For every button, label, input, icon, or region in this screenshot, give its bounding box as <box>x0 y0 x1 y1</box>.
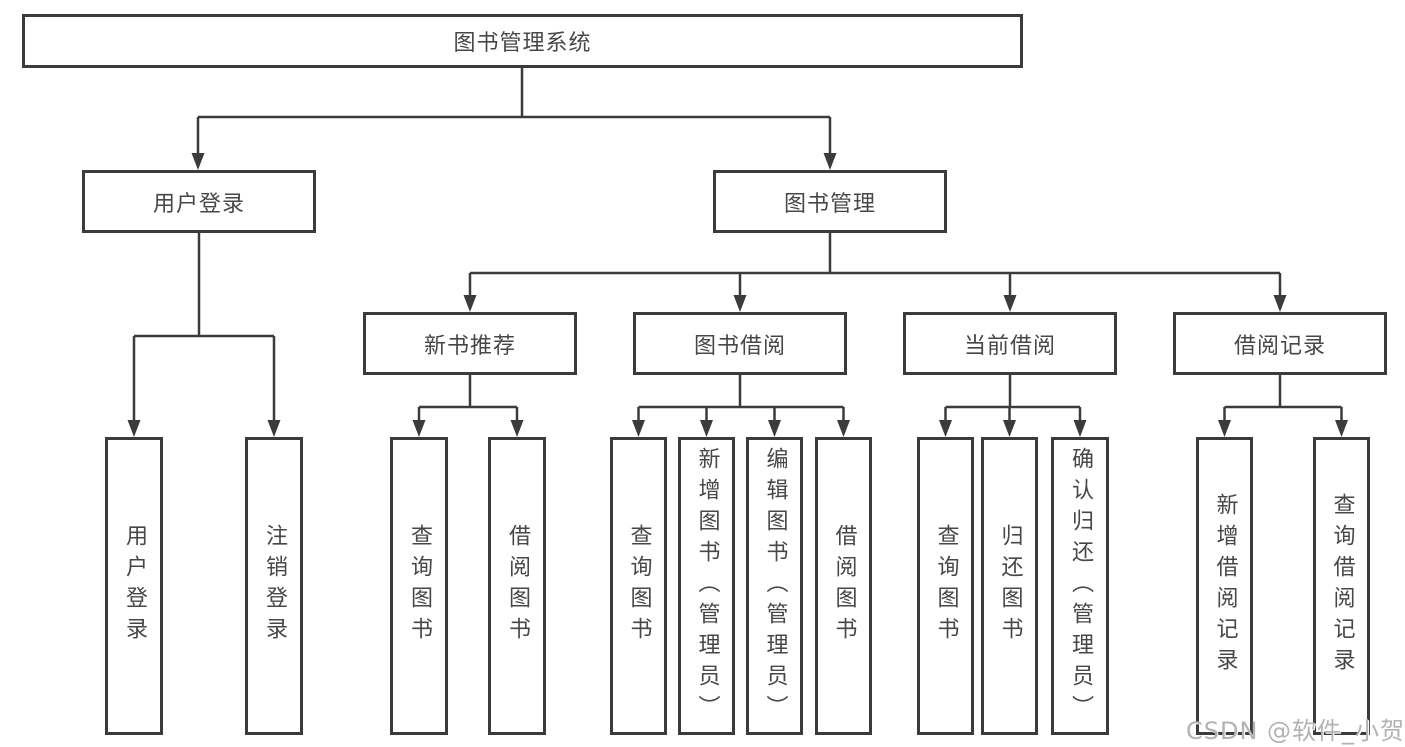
leaf-label: 编辑图书（管理员） <box>762 446 788 726</box>
leaf-add-borrow-record: 新增借阅记录 <box>1196 437 1253 735</box>
leaf-label: 查询图书 <box>626 524 652 648</box>
leaf-label: 查询图书 <box>933 524 959 648</box>
leaf-label: 注销登录 <box>262 524 287 648</box>
node-label: 借阅记录 <box>1233 333 1326 359</box>
leaf-label: 用户登录 <box>122 524 147 648</box>
leaf-user-login: 用户登录 <box>105 437 163 735</box>
node-label: 用户登录 <box>152 191 245 217</box>
arrowheads <box>127 153 1348 437</box>
leaf-query-borrow-record: 查询借阅记录 <box>1313 437 1370 735</box>
node-label: 图书管理 <box>783 191 876 217</box>
leaf-label: 新增借阅记录 <box>1212 493 1238 679</box>
node-library-management-system: 图书管理系统 <box>22 14 1023 68</box>
leaf-label: 查询图书 <box>407 524 432 648</box>
leaf-confirm-return-admin: 确认归还（管理员） <box>1051 437 1109 735</box>
node-borrowing-records: 借阅记录 <box>1173 312 1387 375</box>
node-label: 图书借阅 <box>693 333 786 359</box>
node-label: 新书推荐 <box>423 333 516 359</box>
csdn-watermark: CSDN @软件_小贺同学 <box>1186 717 1405 745</box>
leaf-label: 查询借阅记录 <box>1329 493 1355 679</box>
leaf-return-books: 归还图书 <box>981 437 1038 735</box>
leaf-edit-books-admin: 编辑图书（管理员） <box>746 437 803 735</box>
node-user-login: 用户登录 <box>82 170 316 233</box>
node-new-book-recommendation: 新书推荐 <box>363 312 577 375</box>
node-label: 图书管理系统 <box>453 31 592 56</box>
node-label: 当前借阅 <box>963 333 1056 359</box>
leaf-label: 借阅图书 <box>505 524 530 648</box>
leaf-label: 新增图书（管理员） <box>694 446 720 726</box>
leaf-borrow-books-recommend: 借阅图书 <box>488 437 546 735</box>
leaf-query-books-borrow: 查询图书 <box>610 437 667 735</box>
leaf-label: 确认归还（管理员） <box>1068 446 1093 726</box>
leaf-borrow-books: 借阅图书 <box>815 437 872 735</box>
leaf-logout: 注销登录 <box>245 437 303 735</box>
node-book-management: 图书管理 <box>713 170 947 233</box>
leaf-label: 借阅图书 <box>831 524 857 648</box>
leaf-label: 归还图书 <box>997 524 1023 648</box>
leaf-query-books-current: 查询图书 <box>917 437 974 735</box>
node-current-borrowing: 当前借阅 <box>903 312 1117 375</box>
node-book-borrowing: 图书借阅 <box>633 312 847 375</box>
leaf-add-books-admin: 新增图书（管理员） <box>678 437 735 735</box>
leaf-query-books-recommend: 查询图书 <box>390 437 448 735</box>
